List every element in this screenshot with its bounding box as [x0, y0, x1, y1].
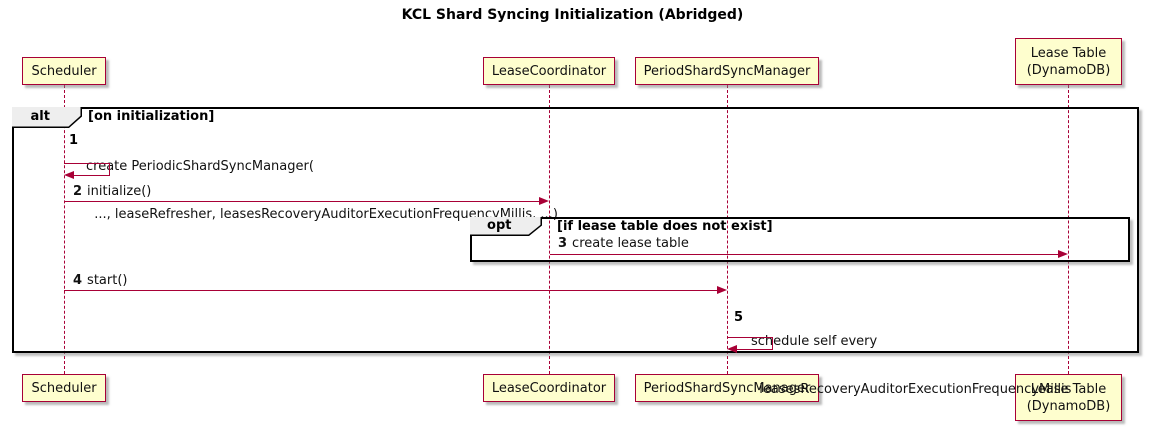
message-5-self-arrow: [727, 337, 773, 338]
message-2-number: 2: [73, 184, 83, 199]
lifeline-lease-coordinator: [549, 85, 550, 374]
lifeline-period-shard-sync-manager: [727, 85, 728, 374]
participant-lease-table-bottom: Lease Table (DynamoDB): [1015, 374, 1122, 421]
participant-label: LeaseCoordinator: [491, 63, 607, 79]
participant-label: (DynamoDB): [1026, 62, 1111, 78]
message-3-number: 3: [558, 236, 568, 251]
message-4-arrowhead: [717, 286, 727, 294]
participant-label: Scheduler: [31, 63, 97, 79]
participant-label: (DynamoDB): [1026, 398, 1111, 414]
participant-scheduler-bottom: Scheduler: [22, 374, 106, 402]
alt-keyword: alt: [12, 107, 81, 127]
participant-period-shard-sync-manager-top: PeriodShardSyncManager: [635, 57, 819, 85]
lifeline-scheduler: [64, 85, 65, 374]
message-5-number: 5: [734, 310, 744, 325]
participant-label: Scheduler: [31, 380, 97, 396]
participant-label: PeriodShardSyncManager: [643, 63, 811, 79]
diagram-title: KCL Shard Syncing Initialization (Abridg…: [401, 7, 744, 23]
message-1-arrowhead: [64, 171, 74, 179]
participant-label: Lease Table: [1030, 381, 1107, 397]
message-1-number: 1: [69, 133, 79, 148]
message-2-arrowhead: [539, 197, 549, 205]
participant-lease-coordinator-top: LeaseCoordinator: [483, 57, 615, 85]
participant-period-shard-sync-manager-bottom: PeriodShardSyncManager: [635, 374, 819, 402]
lifeline-lease-table: [1068, 85, 1069, 374]
message-5-arrowhead: [727, 345, 737, 353]
alt-frame: alt: [12, 107, 1139, 353]
message-3-arrow: [550, 254, 1059, 255]
participant-lease-table-top: Lease Table (DynamoDB): [1015, 38, 1122, 85]
message-4-arrow: [64, 290, 718, 291]
opt-frame: opt: [470, 217, 1130, 262]
alt-frame-tab: alt: [12, 107, 82, 128]
participant-lease-coordinator-bottom: LeaseCoordinator: [483, 374, 615, 402]
participant-scheduler-top: Scheduler: [22, 57, 106, 85]
message-1-self-arrow: [64, 163, 110, 164]
opt-frame-tab: opt: [470, 217, 542, 236]
message-4-number: 4: [73, 273, 83, 288]
opt-guard-label: [if lease table does not exist]: [557, 219, 773, 234]
participant-label: Lease Table: [1030, 45, 1107, 61]
alt-guard-label: [on initialization]: [88, 109, 215, 124]
participant-label: LeaseCoordinator: [491, 380, 607, 396]
opt-keyword: opt: [470, 217, 541, 235]
message-3-arrowhead: [1058, 250, 1068, 258]
message-2-arrow: [64, 201, 540, 202]
message-1-label: create PeriodicShardSyncManager( ..., le…: [86, 159, 558, 222]
message-5-label: schedule self every leasesRecoveryAudito…: [751, 334, 1072, 397]
participant-label: PeriodShardSyncManager: [643, 380, 811, 396]
